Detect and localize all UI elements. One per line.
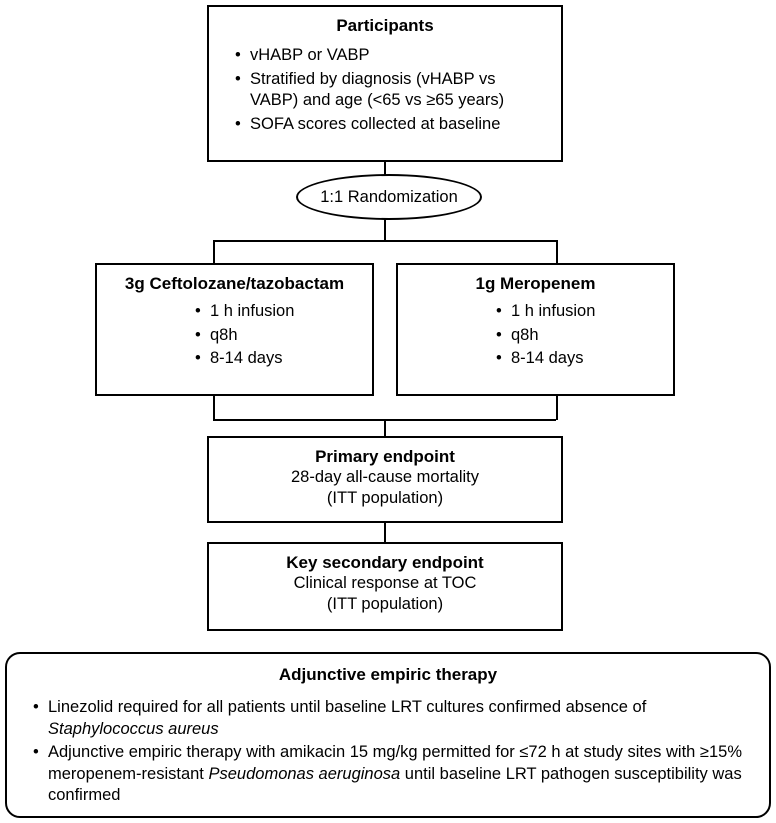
connector-arm-right-drop <box>556 394 558 420</box>
randomization-label: 1:1 Randomization <box>320 188 458 206</box>
participants-title: Participants <box>336 16 434 35</box>
connector-participants-to-randomization <box>384 162 386 175</box>
list-item: Adjunctive empiric therapy with amikacin… <box>33 742 751 807</box>
list-item: q8h <box>195 325 358 347</box>
connector-split-left-drop <box>213 240 215 264</box>
connector-randomization-down <box>384 219 386 241</box>
list-item: q8h <box>496 325 659 347</box>
connector-split-right-drop <box>556 240 558 264</box>
adjunctive-b1-part1: Adjunctive empiric therapy with amikacin… <box>48 743 742 783</box>
participants-bullet-list: vHABP or VABP Stratified by diagnosis (v… <box>223 45 547 135</box>
adjunctive-b1-italic-species: Pseudomonas aeruginosa <box>208 764 401 783</box>
secondary-endpoint-box: Key secondary endpoint Clinical response… <box>207 542 563 631</box>
adjunctive-title: Adjunctive empiric therapy <box>278 665 498 684</box>
arm-right-title: 1g Meropenem <box>475 274 596 293</box>
adjunctive-therapy-box: Adjunctive empiric therapy Linezolid req… <box>5 652 771 818</box>
treatment-arm-right-box: 1g Meropenem 1 h infusion q8h 8-14 days <box>396 263 675 396</box>
secondary-endpoint-line1: Clinical response at TOC <box>293 574 477 592</box>
list-item: Linezolid required for all patients unti… <box>33 697 751 740</box>
primary-endpoint-box: Primary endpoint 28-day all-cause mortal… <box>207 436 563 523</box>
connector-merge-to-primary <box>384 419 386 437</box>
arm-left-bullet-list: 1 h infusion q8h 8-14 days <box>111 301 358 370</box>
connector-arm-left-drop <box>213 394 215 420</box>
list-item: 8-14 days <box>195 348 358 370</box>
secondary-endpoint-line2: (ITT population) <box>326 595 444 613</box>
arm-right-bullet-list: 1 h infusion q8h 8-14 days <box>412 301 659 370</box>
list-item: SOFA scores collected at baseline <box>235 114 547 136</box>
participants-box: Participants vHABP or VABP Stratified by… <box>207 5 563 162</box>
connector-primary-to-secondary <box>384 522 386 543</box>
adjunctive-b1-part2: until baseline LRT pathogen susceptibili… <box>48 764 742 805</box>
connector-split-bar <box>213 240 556 242</box>
randomization-ellipse: 1:1 Randomization <box>296 174 482 220</box>
adjunctive-b0-part1: Linezolid required for all patients unti… <box>48 698 647 716</box>
adjunctive-bullet-list: Linezolid required for all patients unti… <box>25 697 751 807</box>
list-item: Stratified by diagnosis (vHABP vs VABP) … <box>235 69 547 112</box>
primary-endpoint-line1: 28-day all-cause mortality <box>291 468 479 486</box>
list-item: vHABP or VABP <box>235 45 547 67</box>
treatment-arm-left-box: 3g Ceftolozane/tazobactam 1 h infusion q… <box>95 263 374 396</box>
list-item: 8-14 days <box>496 348 659 370</box>
secondary-endpoint-title: Key secondary endpoint <box>286 553 484 572</box>
list-item: 1 h infusion <box>195 301 358 323</box>
primary-endpoint-line2: (ITT population) <box>326 489 444 507</box>
arm-left-title: 3g Ceftolozane/tazobactam <box>124 274 345 293</box>
adjunctive-b0-italic-species: Staphylococcus aureus <box>48 719 219 738</box>
primary-endpoint-title: Primary endpoint <box>315 447 455 466</box>
list-item: 1 h infusion <box>496 301 659 323</box>
